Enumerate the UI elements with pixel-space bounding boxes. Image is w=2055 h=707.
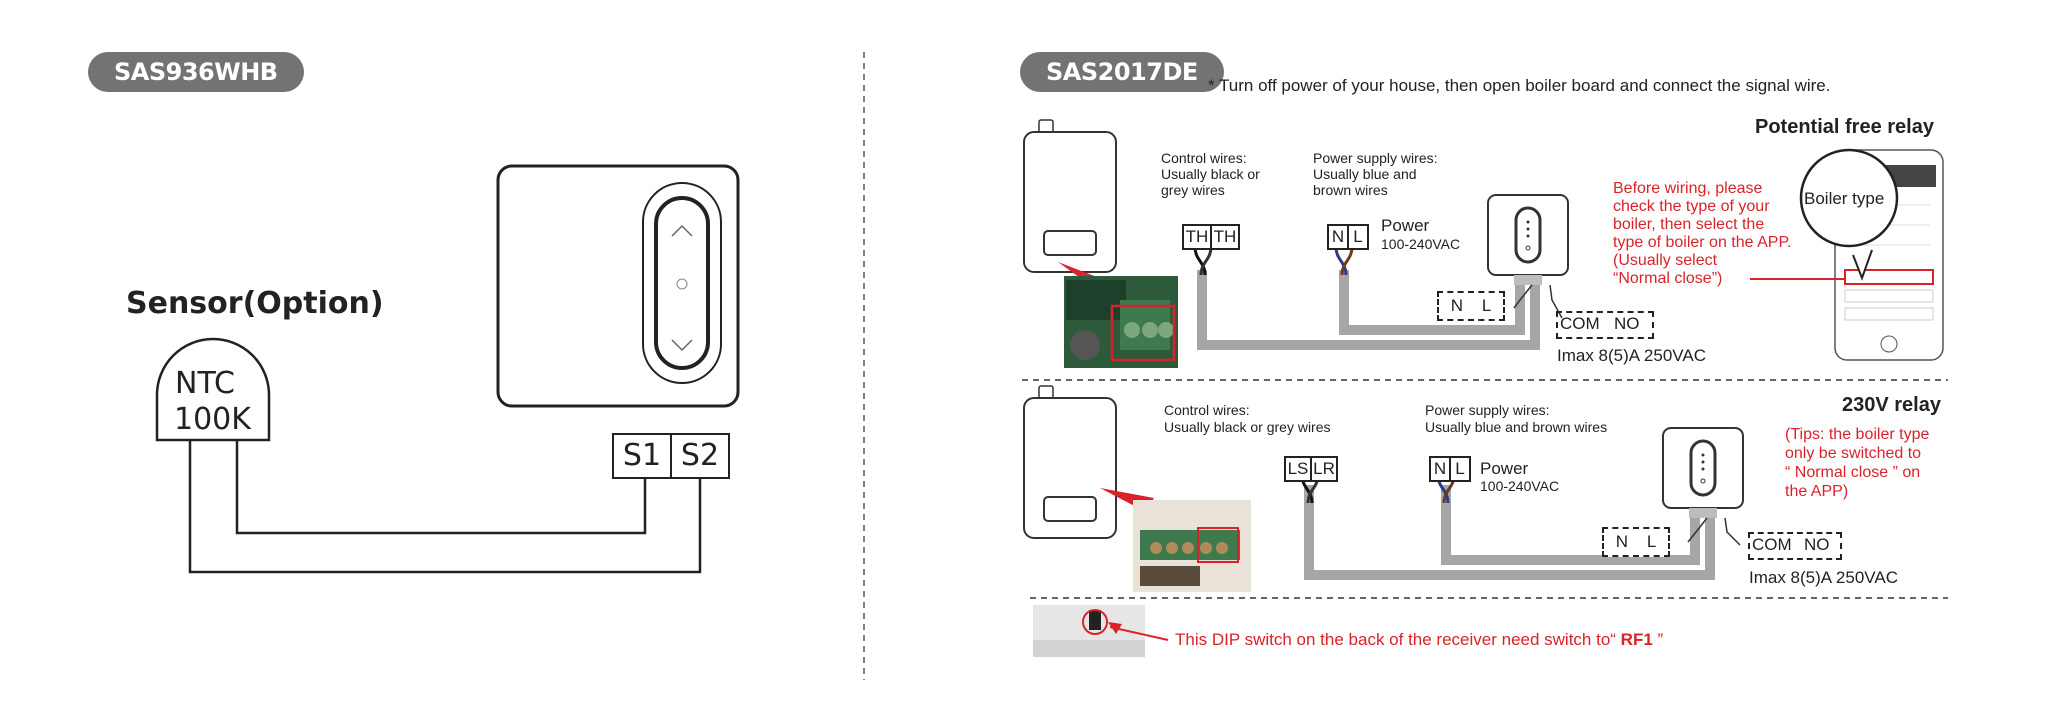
section1-control-label-3: grey wires: [1161, 182, 1225, 198]
section2-tips-3: “ Normal close ” on: [1785, 464, 1921, 481]
section1-title: Potential free relay: [1755, 116, 1934, 138]
section2-com-no-box: [1748, 532, 1842, 560]
ntc-sensor-shape: [155, 337, 271, 442]
section2-control-label-1: Control wires:: [1164, 402, 1250, 418]
dip-note-rf1: RF1: [1620, 630, 1653, 649]
section2-no: NO: [1804, 535, 1830, 554]
safety-note: * Turn off power of your house, then ope…: [1208, 76, 1831, 95]
down-arrow-icon: [671, 339, 693, 352]
section1-warning-4: type of boiler on the APP.: [1613, 234, 1792, 251]
section2-tips-2: only be switched to: [1785, 445, 1922, 462]
section2-imax: Imax 8(5)A 250VAC: [1749, 568, 1898, 587]
section1-terminal-n: N: [1327, 224, 1349, 250]
boiler-board-photo-1: [1064, 276, 1178, 368]
receiver-unit-2: [1662, 427, 1744, 518]
center-dot-icon: [676, 278, 688, 290]
section1-warning-2: check the type of your: [1613, 198, 1770, 215]
section2-terminal-l: L: [1449, 456, 1471, 482]
power-cable-2: [1441, 485, 1700, 565]
section1-control-label-2: Usually black or: [1161, 166, 1260, 182]
boiler-type-callout: [1799, 148, 1899, 248]
terminal-s2: S2: [670, 433, 730, 479]
dip-note-prefix: This DIP switch on the back of the recei…: [1175, 630, 1621, 649]
section1-terminal-a: TH: [1182, 224, 1212, 250]
section1-com-no-box: [1556, 311, 1654, 339]
section1-voltage: 100-240VAC: [1381, 236, 1461, 252]
receiver-device-1: [1023, 119, 1117, 273]
section1-nl-box: N L: [1437, 291, 1505, 321]
section2-title: 230V relay: [1842, 394, 1941, 416]
section1-warning-1: Before wiring, please: [1613, 180, 1763, 197]
up-arrow-icon: [671, 224, 693, 237]
section1-warning-3: boiler, then select the: [1613, 216, 1765, 233]
dip-note-suffix: ”: [1652, 630, 1664, 649]
section1-terminal-b: TH: [1210, 224, 1240, 250]
section2-terminal-a: LS: [1284, 456, 1312, 482]
section1-power-label-3: brown wires: [1313, 182, 1388, 198]
control-cable-2: [1304, 485, 1715, 580]
thermostat-device: [496, 164, 740, 408]
section1-com: COM: [1560, 314, 1600, 333]
dip-switch-note: This DIP switch on the back of the recei…: [1175, 630, 1663, 650]
section2-terminal-n: N: [1429, 456, 1451, 482]
section2-power: Power: [1480, 459, 1529, 478]
section2-voltage: 100-240VAC: [1480, 478, 1560, 494]
section1-warning-5: (Usually select: [1613, 252, 1718, 269]
section1-imax: Imax 8(5)A 250VAC: [1557, 346, 1706, 365]
boiler-type-callout-label: Boiler type: [1804, 189, 1885, 208]
section1-no: NO: [1614, 314, 1640, 333]
section2-tips-4: the APP): [1785, 483, 1849, 500]
section2-nl-box: N L: [1602, 527, 1670, 557]
section2-power-label-2: Usually blue and brown wires: [1425, 419, 1608, 435]
section1-control-label-1: Control wires:: [1161, 150, 1247, 166]
model-badge-left: SAS936WHB: [88, 52, 304, 92]
section2-com: COM: [1752, 535, 1792, 554]
sensor-title: Sensor(Option): [126, 286, 384, 321]
model-badge-right: SAS2017DE: [1020, 52, 1224, 92]
section2-power-label-1: Power supply wires:: [1425, 402, 1550, 418]
section2-control-label-2: Usually black or grey wires: [1164, 419, 1331, 435]
sensor-wire-s1: [235, 440, 647, 535]
section2-terminal-b: LR: [1310, 456, 1338, 482]
section1-power-label-1: Power supply wires:: [1313, 150, 1438, 166]
receiver-unit-1: [1487, 194, 1569, 285]
section1-terminal-l: L: [1347, 224, 1369, 250]
sensor-wire-s2: [188, 440, 702, 574]
section1-warning-6: “Normal close”): [1613, 270, 1723, 287]
boiler-board-photo-2: [1133, 500, 1251, 592]
sensor-label-100k: 100K: [174, 402, 251, 437]
sensor-label-ntc: NTC: [175, 366, 235, 401]
terminal-s1: S1: [612, 433, 672, 479]
receiver-device-2: [1023, 385, 1117, 539]
power-cable-1: [1339, 270, 1525, 335]
control-cable-1: [1197, 270, 1540, 350]
section1-power: Power: [1381, 216, 1430, 235]
section1-power-label-2: Usually blue and: [1313, 166, 1417, 182]
section2-tips-1: (Tips: the boiler type: [1785, 426, 1930, 443]
